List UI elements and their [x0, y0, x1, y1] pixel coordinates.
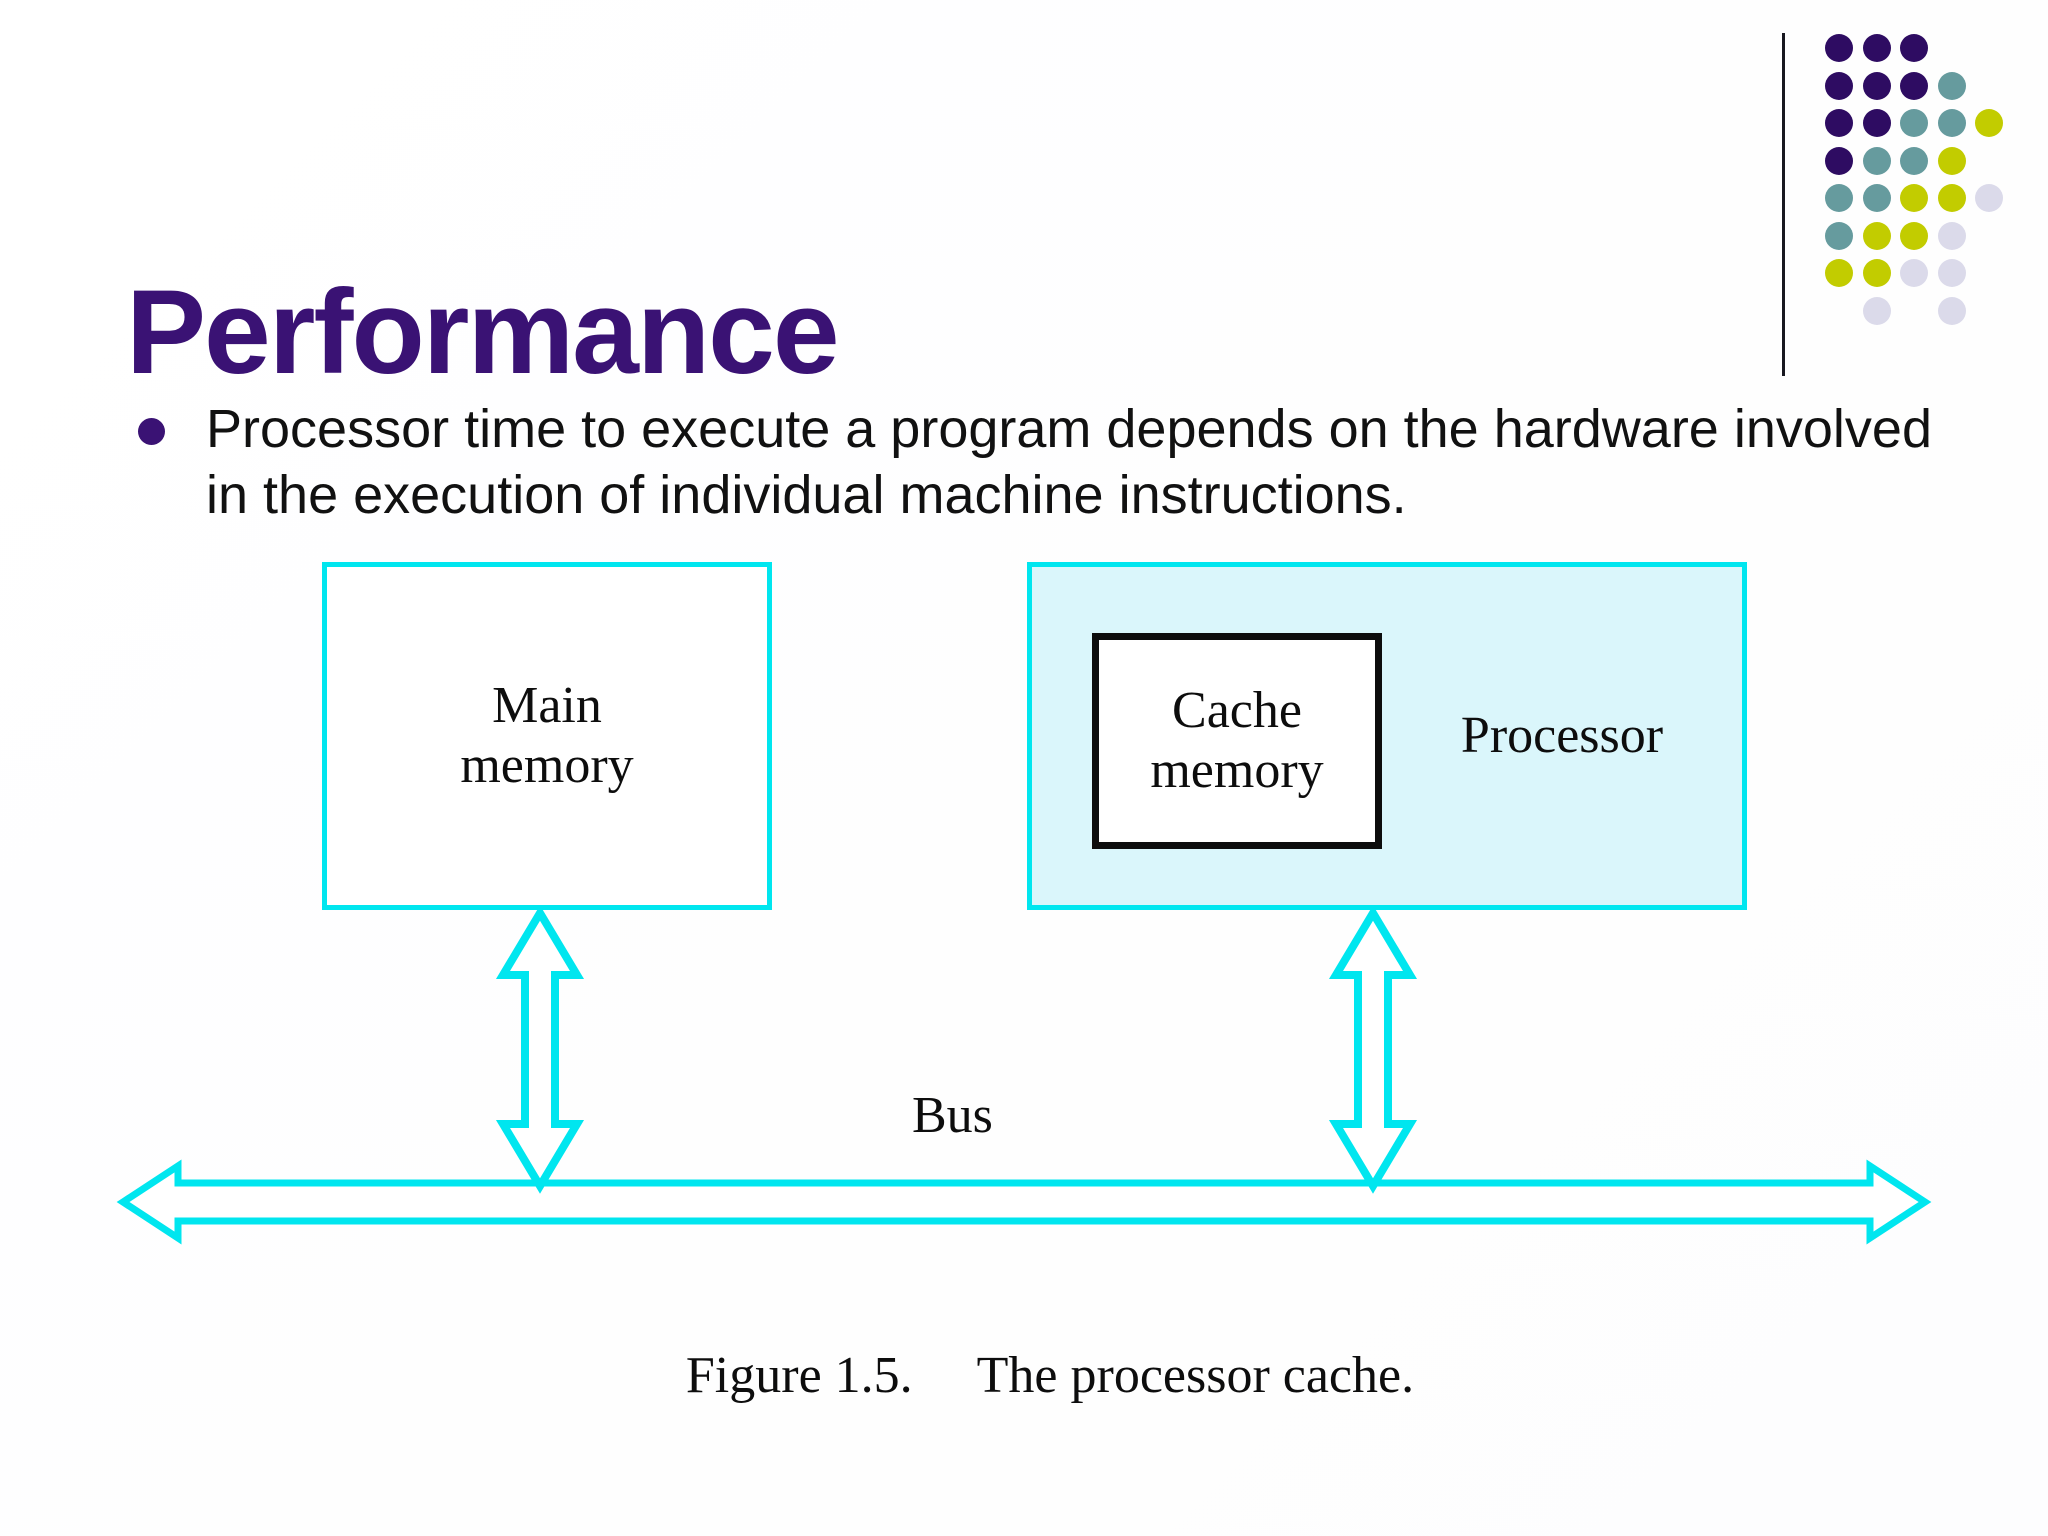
decorative-dot [1825, 109, 1853, 137]
decorative-dot [1862, 184, 1891, 212]
decorative-dot [1937, 109, 1966, 137]
figure-caption-number: Figure 1.5. [685, 1347, 913, 1404]
decorative-vertical-line [1782, 33, 1785, 376]
slide-title: Performance [126, 265, 840, 400]
decorative-dot [1937, 71, 1966, 100]
decorative-dot-grid [1825, 34, 2045, 344]
decorative-dot [1862, 109, 1891, 137]
cache-memory-box: Cache memory [1092, 633, 1382, 849]
decorative-dot [1900, 221, 1928, 250]
decorative-dot [1862, 34, 1891, 62]
decorative-dot [1900, 259, 1928, 287]
bus-label: Bus [912, 1087, 993, 1144]
figure-caption: Figure 1.5. The processor cache. [0, 1346, 2048, 1406]
decorative-dot [1975, 184, 2003, 212]
decorative-dot [1825, 146, 1853, 175]
decorative-dot [1975, 109, 2003, 137]
processor-label: Processor [1460, 707, 1664, 765]
decorative-dot [1825, 71, 1853, 100]
decorative-dot [1862, 296, 1891, 325]
bus-arrow [116, 1159, 1932, 1245]
figure-caption-text: The processor cache. [976, 1347, 1415, 1404]
main-memory-box: Main memory [322, 562, 772, 910]
decorative-dot [1825, 184, 1853, 212]
decorative-dot [1937, 259, 1966, 287]
main-memory-label: Main memory [460, 677, 634, 794]
decorative-dot [1937, 296, 1966, 325]
decorative-dot [1900, 184, 1928, 212]
processor-bus-arrow [1328, 905, 1418, 1194]
bullet-icon [138, 418, 165, 445]
decorative-dot [1937, 146, 1966, 175]
decorative-dot [1825, 34, 1853, 62]
decorative-dot [1862, 146, 1891, 175]
cache-memory-label: Cache memory [1150, 682, 1324, 799]
main-memory-bus-arrow [495, 905, 585, 1194]
decorative-dot [1862, 71, 1891, 100]
decorative-dot [1900, 146, 1928, 175]
bullet-item: Processor time to execute a program depe… [136, 396, 1932, 528]
decorative-dot [1937, 184, 1966, 212]
decorative-dot [1900, 109, 1928, 137]
decorative-dot [1900, 34, 1928, 62]
decorative-dot [1825, 259, 1853, 287]
decorative-dot [1862, 221, 1891, 250]
decorative-dot [1900, 71, 1928, 100]
decorative-dot [1862, 259, 1891, 287]
bullet-text: Processor time to execute a program depe… [206, 399, 1932, 525]
processor-box: Cache memory Processor [1027, 562, 1747, 910]
processor-label-area: Processor [1382, 567, 1742, 905]
decorative-dot [1937, 221, 1966, 250]
decorative-dot [1825, 221, 1853, 250]
